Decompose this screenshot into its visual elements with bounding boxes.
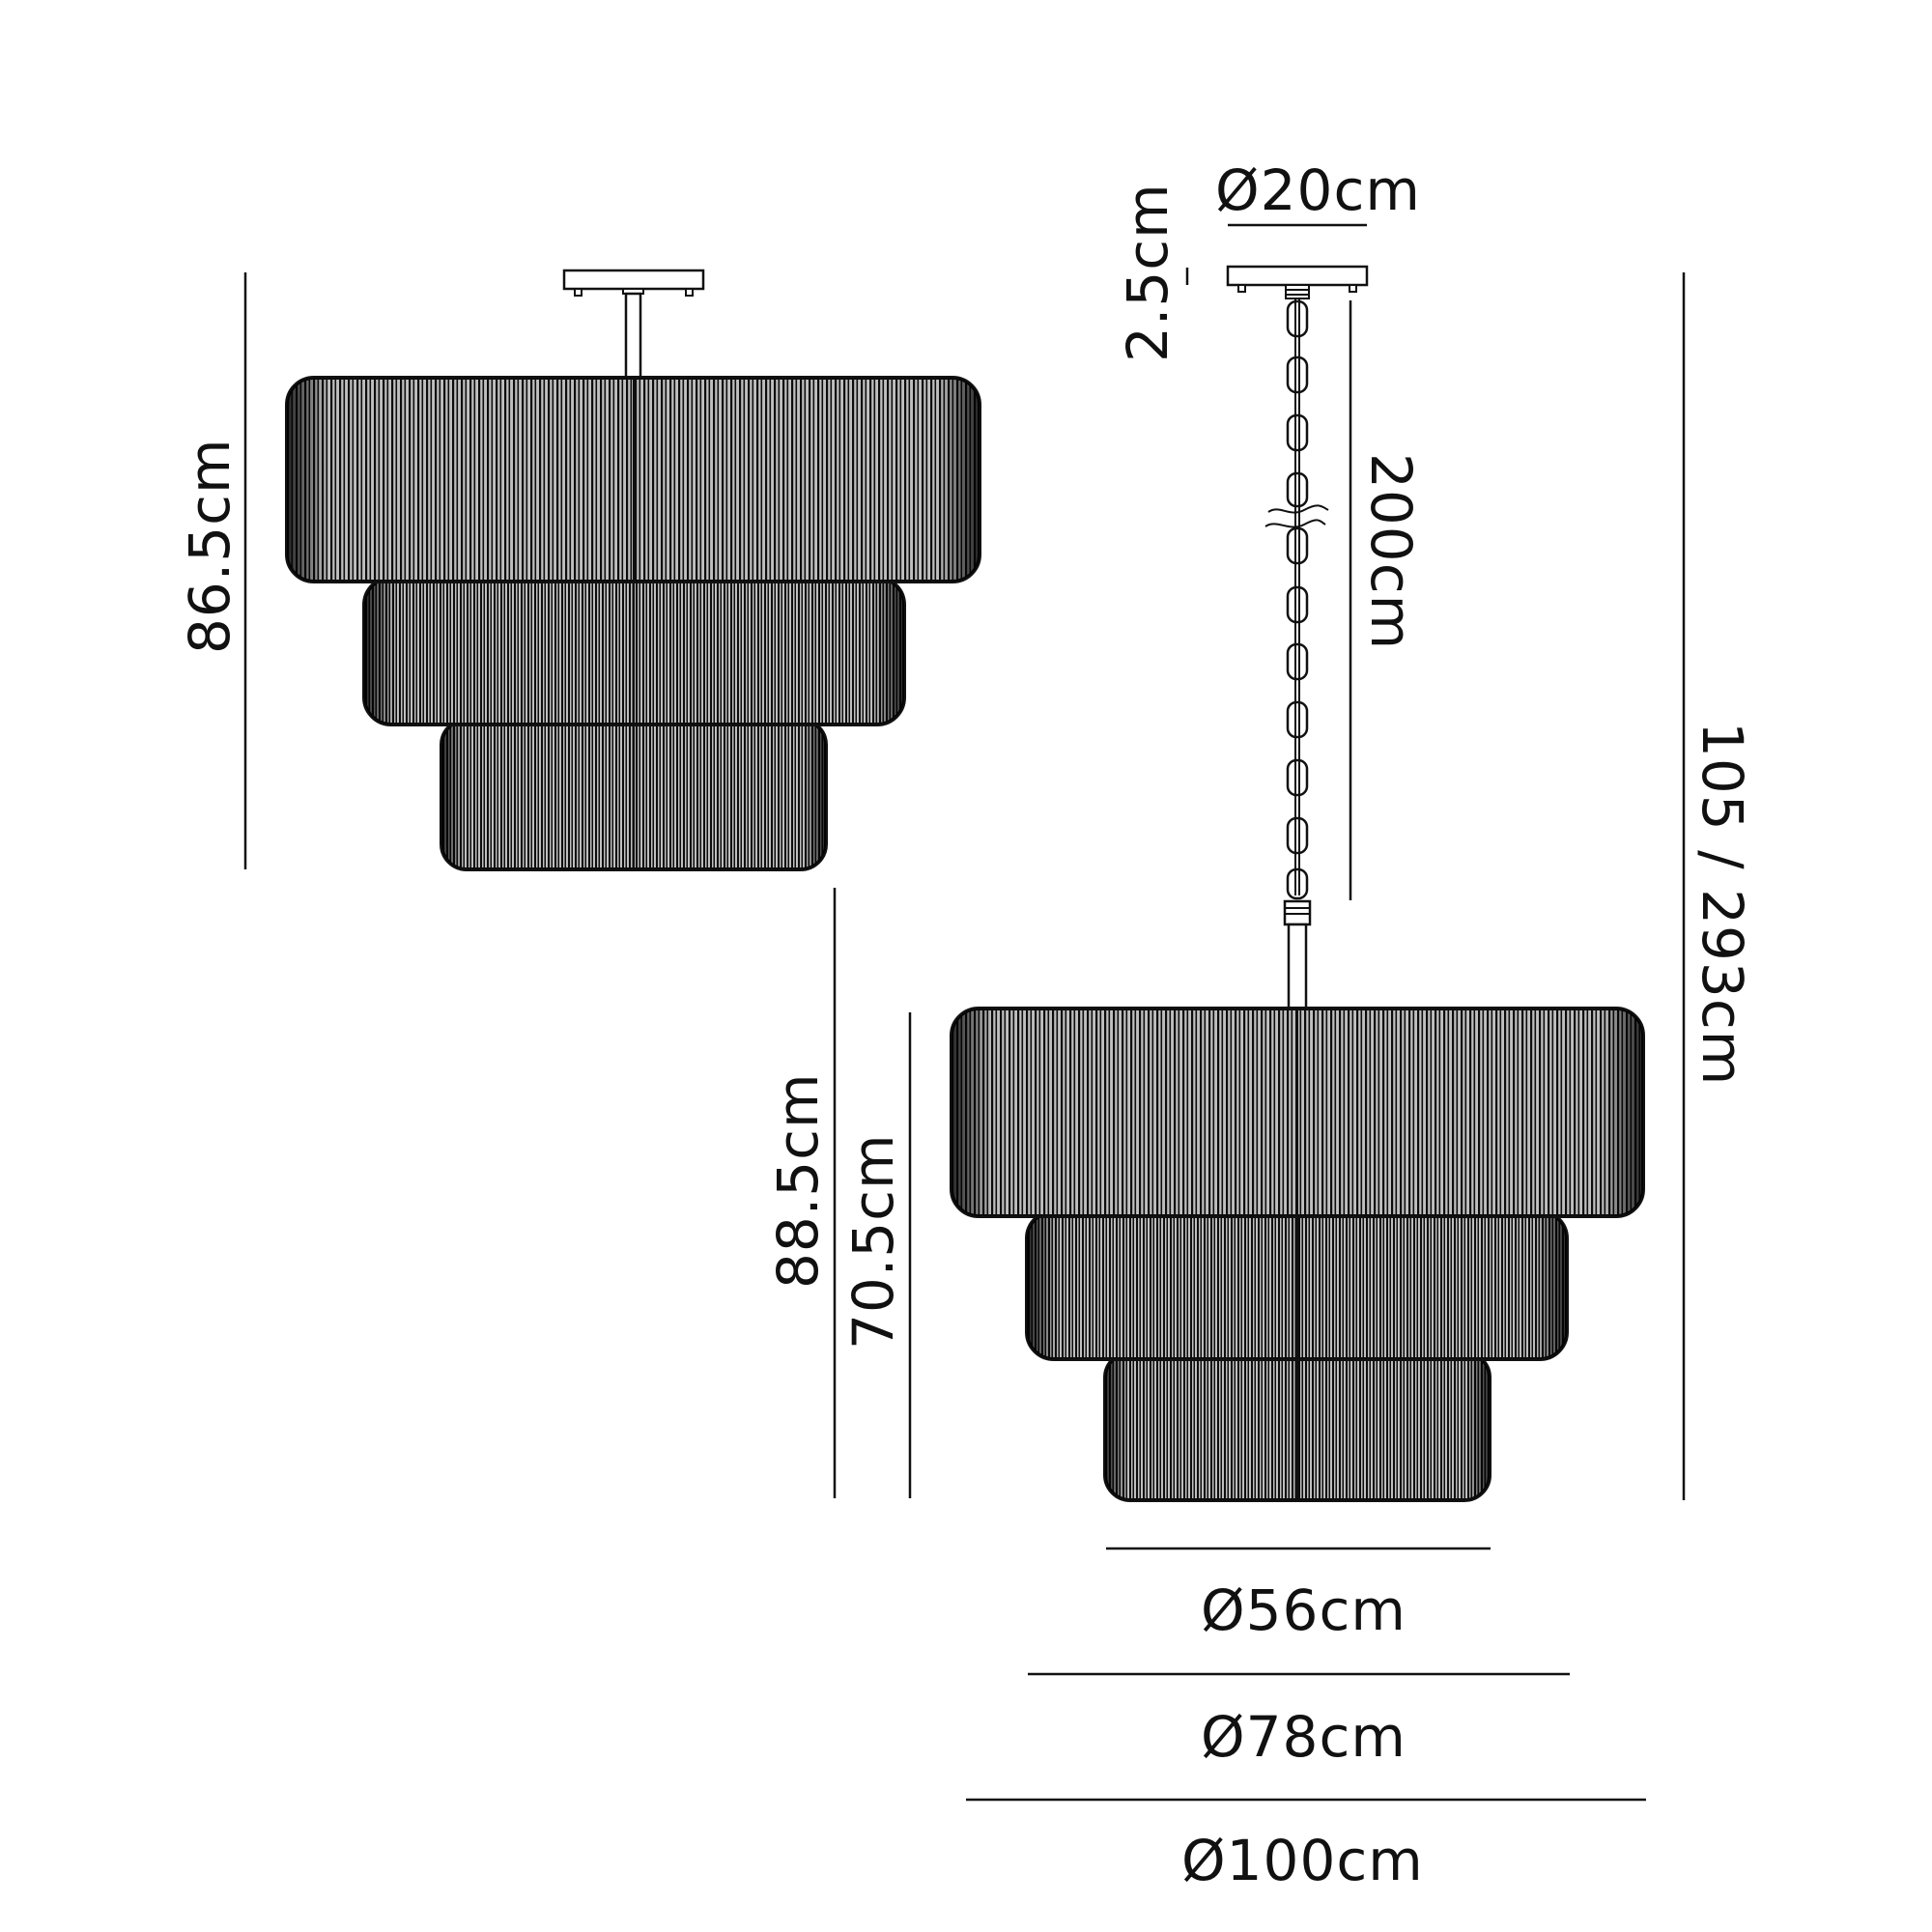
body-height-label: 88.5cm: [765, 1072, 831, 1289]
canopy-height-label: 2.5cm: [1115, 183, 1180, 362]
canopy-diameter-label: Ø20cm: [1215, 157, 1421, 223]
left-fixture: [285, 269, 981, 871]
left-height-label: 86.5cm: [177, 438, 242, 654]
right-fixture: [950, 265, 1645, 1502]
chain: [1264, 298, 1329, 895]
bottom-tier-diameter-label: Ø56cm: [1201, 1577, 1406, 1643]
middle-tier-diameter-label: Ø78cm: [1201, 1704, 1406, 1770]
top-tier-diameter-label: Ø100cm: [1181, 1828, 1424, 1893]
chain-length-label: 200cm: [1358, 453, 1424, 651]
overall-height-label: 105 / 293cm: [1690, 722, 1755, 1087]
dimension-lines: [833, 223, 1686, 1802]
shade-height-label: 70.5cm: [840, 1133, 906, 1350]
